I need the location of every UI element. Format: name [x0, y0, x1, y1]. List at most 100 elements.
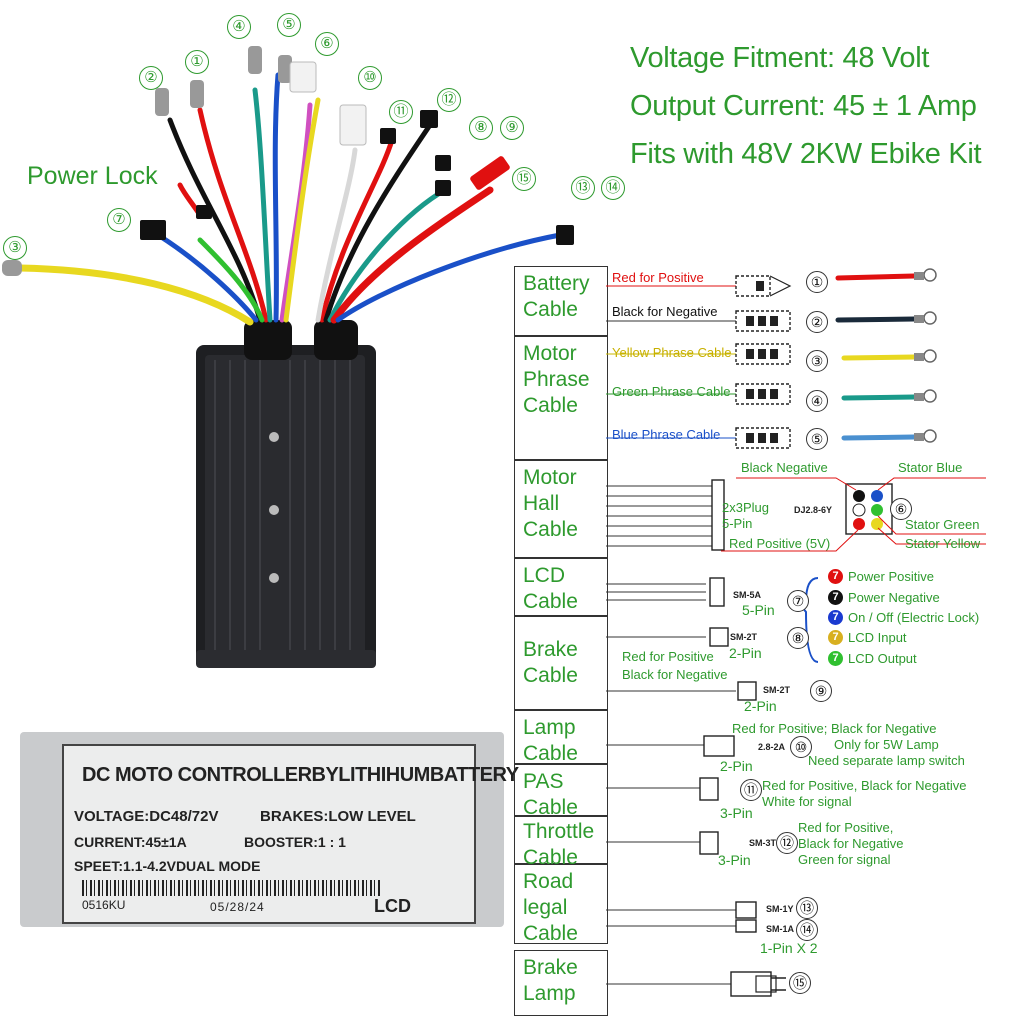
cable-name: Throttle Cable [523, 820, 595, 869]
label-black-negative: Black for Negative [612, 304, 718, 319]
hall-red-positive: Red Positive (5V) [729, 536, 831, 551]
plate-code: 0516KU [82, 898, 126, 912]
photo-num-8: ⑧ [469, 116, 493, 140]
photo-num-12: ⑫ [437, 88, 461, 112]
brake-pins-1: 2-Pin [729, 645, 762, 661]
lamp-model: 2.8-2A [758, 742, 786, 752]
photo-num-5: ⑤ [277, 13, 301, 37]
output-current: Output Current: 45 ± 1 Amp [630, 90, 977, 122]
throttle-line-2: Black for Negative [798, 836, 904, 851]
diagram-num-2: ② [806, 311, 828, 333]
pas-line-2: White for signal [762, 794, 852, 809]
hall-stator-green: Stator Green [905, 517, 980, 532]
plate-title: DC MOTO CONTROLLERBYLITHIHUMBATTERY [82, 764, 519, 786]
hall-stator-blue: Stator Blue [898, 460, 963, 475]
hall-black-negative: Black Negative [741, 460, 828, 475]
lcd-pins: 5-Pin [742, 602, 775, 618]
diagram-num-9: ⑨ [810, 680, 832, 702]
pas-pins: 3-Pin [720, 805, 753, 821]
label-green-phase: Green Phrase Cable [612, 384, 731, 399]
lcd-power-negative: Power Negative [848, 590, 940, 605]
hall-pins: 5-Pin [722, 516, 753, 531]
photo-num-9: ⑨ [500, 116, 524, 140]
road-model-2: SM-1A [766, 924, 795, 934]
barcode [82, 880, 382, 896]
kit-fitment: Fits with 48V 2KW Ebike Kit [630, 138, 982, 170]
cable-name: Brake Cable [523, 638, 578, 687]
lcd-power-positive: Power Positive [848, 569, 934, 584]
brake-black-negative: Black for Negative [622, 667, 728, 682]
photo-num-14: ⑭ [601, 176, 625, 200]
label-yellow-phase: Yellow Phrase Cable [612, 345, 732, 360]
diagram-num-15: ⑮ [789, 972, 811, 994]
photo-num-10: ⑩ [358, 66, 382, 90]
diagram-num-4: ④ [806, 390, 828, 412]
lcd-on-off: On / Off (Electric Lock) [848, 610, 980, 625]
photo-num-3: ③ [3, 236, 27, 260]
cable-pas: PAS Cable [514, 764, 608, 819]
lamp-line-2: Only for 5W Lamp [834, 737, 939, 752]
brake-model-1: SM-2T [730, 632, 757, 642]
cable-motor-phase: Motor Phrase Cable [514, 336, 608, 460]
lcd-dot-power-positive: 7 [828, 569, 843, 584]
brake-pins-2: 2-Pin [744, 698, 777, 714]
lcd-dot-power-negative: 7 [828, 590, 843, 605]
diagram-num-3: ③ [806, 350, 828, 372]
cable-lamp: Lamp Cable [514, 710, 608, 765]
plate-current: CURRENT:45±1A [74, 834, 187, 850]
diagram-num-13: ⑬ [796, 897, 818, 919]
lcd-input: LCD Input [848, 630, 907, 645]
diagram-num-5: ⑤ [806, 428, 828, 450]
photo-num-4: ④ [227, 15, 251, 39]
photo-num-1: ① [185, 50, 209, 74]
pas-line-1: Red for Positive, Black for Negative [762, 778, 967, 793]
diagram-num-8: ⑧ [787, 627, 809, 649]
photo-num-2: ② [139, 66, 163, 90]
label-red-positive: Red for Positive [612, 270, 704, 285]
photo-num-13: ⑬ [571, 176, 595, 200]
lamp-pins: 2-Pin [720, 758, 753, 774]
cable-name: Lamp Cable [523, 716, 578, 765]
photo-num-11: ⑪ [389, 100, 413, 124]
hall-stator-yellow: Stator Yellow [905, 536, 981, 551]
cable-name: Road legal Cable [523, 870, 578, 945]
cable-name: Motor Hall Cable [523, 466, 578, 541]
ring-terminal-cables [835, 268, 937, 443]
lcd-dot-output: 7 [828, 651, 843, 666]
cable-brake-lamp: Brake Lamp [514, 950, 608, 1016]
throttle-line-1: Red for Positive, [798, 820, 894, 835]
diagram-num-12: ⑫ [776, 832, 798, 854]
lcd-dot-on-off: 7 [828, 610, 843, 625]
photo-num-7: ⑦ [107, 208, 131, 232]
throttle-line-3: Green for signal [798, 852, 891, 867]
lcd-model: SM-5A [733, 590, 762, 600]
cable-brake: Brake Cable [514, 616, 608, 710]
power-lock-label: Power Lock [27, 162, 158, 190]
plate-speet: SPEET:1.1-4.2VDUAL MODE [74, 858, 261, 874]
photo-num-15: ⑮ [512, 167, 536, 191]
road-pins: 1-Pin X 2 [760, 940, 818, 956]
cable-name: Battery Cable [523, 272, 590, 321]
plate-booster: BOOSTER:1 : 1 [244, 834, 346, 850]
diagram-num-6: ⑥ [890, 498, 912, 520]
diagram-num-10: ⑩ [790, 736, 812, 758]
cable-lcd: LCD Cable [514, 558, 608, 616]
hall-model: DJ2.8-6Y [794, 505, 833, 515]
controller-photo [2, 46, 574, 668]
cable-motor-hall: Motor Hall Cable [514, 460, 608, 558]
nameplate: DC MOTO CONTROLLERBYLITHIHUMBATTERY VOLT… [20, 732, 519, 927]
road-model-1: SM-1Y [766, 904, 794, 914]
cable-name: Brake Lamp [523, 956, 578, 1005]
voltage-fitment: Voltage Fitment: 48 Volt [630, 42, 930, 74]
throttle-model: SM-3T [749, 838, 776, 848]
cable-name: Motor Phrase Cable [523, 342, 590, 417]
plate-voltage: VOLTAGE:DC48/72V [74, 808, 219, 825]
cable-throttle: Throttle Cable [514, 816, 608, 869]
lamp-line-1: Red for Positive; Black for Negative [732, 721, 937, 736]
lamp-line-3: Need separate lamp switch [808, 753, 965, 768]
plate-lcd: LCD [374, 896, 411, 916]
brake-red-positive: Red for Positive [622, 649, 714, 664]
diagram-num-14: ⑭ [796, 919, 818, 941]
plate-brakes: BRAKES:LOW LEVEL [260, 808, 416, 825]
wiring-diagram [606, 275, 986, 997]
